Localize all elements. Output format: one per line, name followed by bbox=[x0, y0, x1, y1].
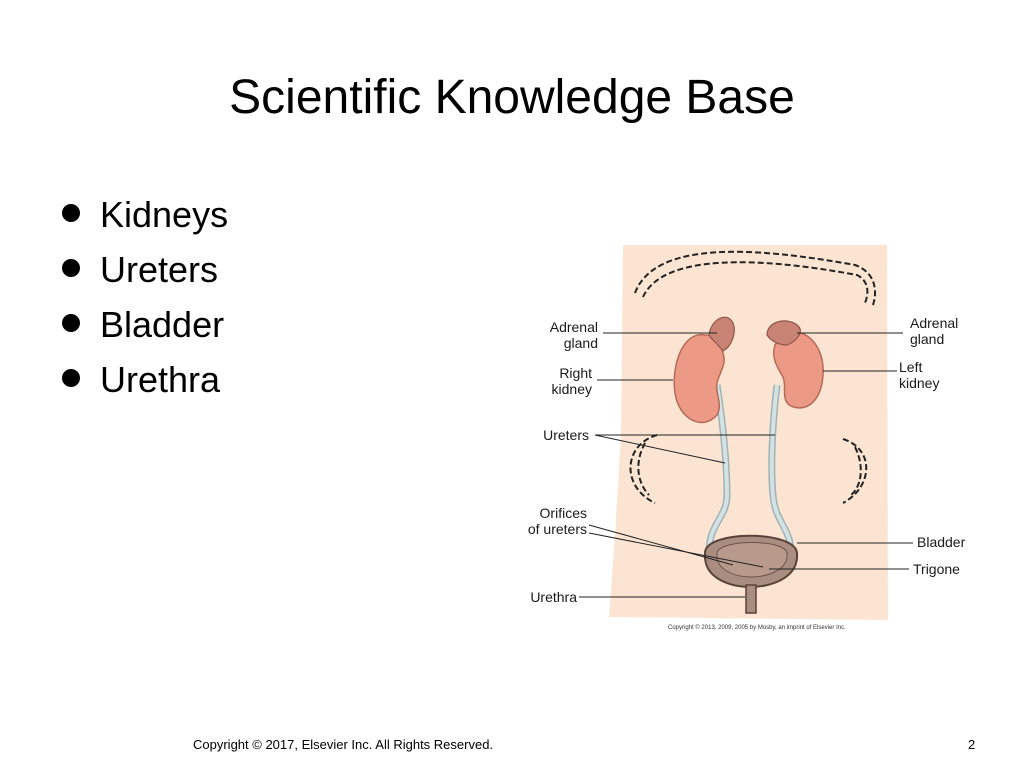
slide-title: Scientific Knowledge Base bbox=[229, 71, 795, 124]
iliac-curve bbox=[629, 434, 658, 504]
page-number: 2 bbox=[968, 737, 976, 752]
iliac-curve bbox=[637, 442, 650, 496]
ureter-left bbox=[769, 384, 793, 561]
bullet-item: Bladder bbox=[60, 300, 228, 355]
right-kidney-shape bbox=[673, 334, 725, 424]
bullet-item: Urethra bbox=[60, 355, 228, 410]
bullet-text: Bladder bbox=[100, 304, 225, 345]
torso-shape bbox=[609, 245, 888, 620]
label-ureters: Ureters bbox=[543, 427, 589, 443]
rib-curve bbox=[634, 250, 876, 306]
adrenal-gland-shape bbox=[708, 316, 735, 352]
iliac-curve bbox=[842, 438, 868, 504]
label-trigone: Trigone bbox=[913, 561, 960, 577]
label-adrenal-gland: Adrenal gland bbox=[910, 315, 959, 347]
bullet-text: Kidneys bbox=[100, 194, 229, 235]
bullet-list: Kidneys Ureters Bladder Urethra bbox=[60, 190, 228, 410]
urinary-system-figure: Adrenal gland Right kidney Ureters Orifi… bbox=[505, 235, 1005, 640]
rib-curve bbox=[642, 261, 869, 304]
label-urethra: Urethra bbox=[530, 589, 577, 605]
urinary-system-illustration bbox=[579, 245, 913, 620]
label-right-kidney: Right kidney bbox=[551, 365, 592, 397]
bullet-item: Ureters bbox=[60, 245, 228, 300]
bullet-dot-icon bbox=[62, 314, 80, 332]
bullet-dot-icon bbox=[62, 204, 80, 222]
footer-copyright: Copyright © 2017, Elsevier Inc. All Righ… bbox=[193, 737, 494, 752]
bullet-dot-icon bbox=[62, 369, 80, 387]
label-adrenal-gland: Adrenal gland bbox=[549, 319, 598, 351]
label-bladder: Bladder bbox=[917, 534, 966, 550]
leader-lines bbox=[579, 332, 913, 598]
label-orifices-of-ureters: Orifices of ureters bbox=[527, 505, 587, 537]
urethra-shape bbox=[745, 584, 757, 614]
bladder-wall bbox=[716, 542, 788, 578]
iliac-curve bbox=[850, 446, 862, 496]
adrenal-gland-shape bbox=[766, 320, 801, 346]
bullet-text: Ureters bbox=[100, 249, 219, 290]
left-kidney-shape bbox=[772, 331, 824, 409]
bullet-dot-icon bbox=[62, 259, 80, 277]
bullet-item: Kidneys bbox=[60, 190, 228, 245]
bullet-text: Urethra bbox=[100, 359, 221, 400]
label-left-kidney: Left kidney bbox=[899, 359, 940, 391]
ureter-right bbox=[707, 384, 730, 561]
figure-credit: Copyright © 2013, 2009, 2005 by Mosby, a… bbox=[668, 625, 846, 631]
